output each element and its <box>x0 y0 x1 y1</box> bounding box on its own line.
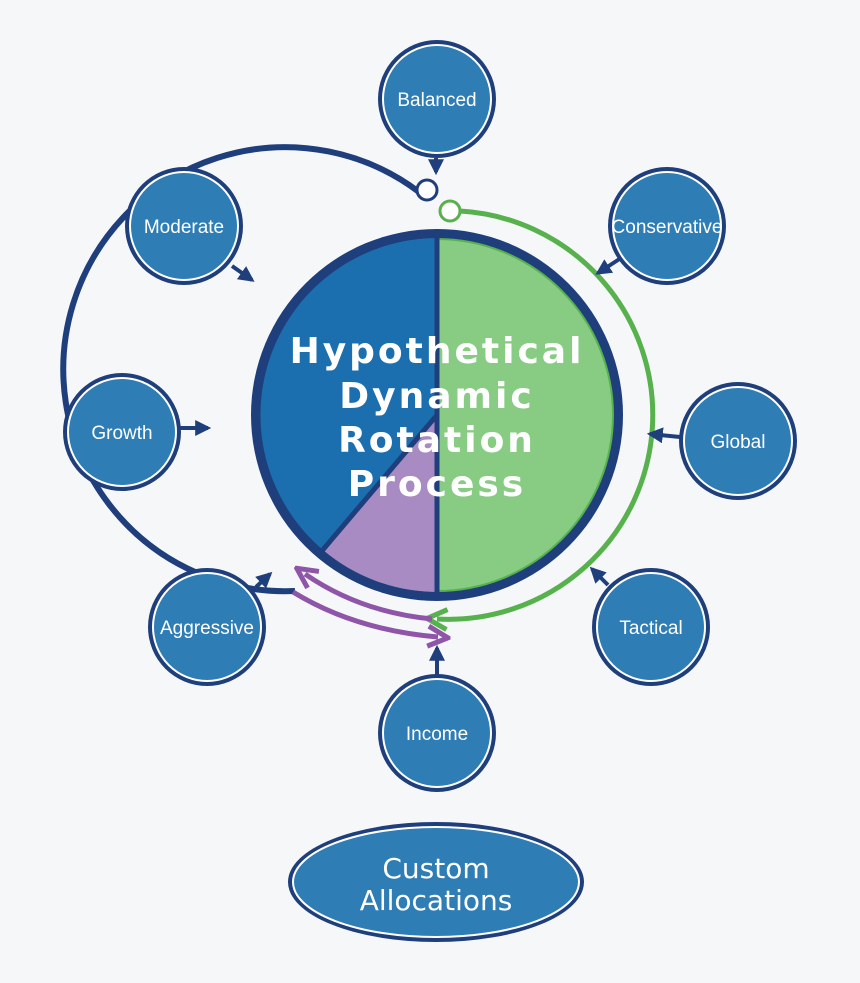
purple-rotation-arc-lower <box>291 589 438 637</box>
ring-start-marker-navy <box>415 178 439 202</box>
node-aggressive: Aggressive <box>148 568 266 686</box>
node-label-balanced: Balanced <box>397 90 476 111</box>
node-label-moderate: Moderate <box>144 217 224 238</box>
node-label-global: Global <box>711 432 766 453</box>
node-balanced: Balanced <box>378 40 496 158</box>
center-title-line-4: Process <box>348 464 526 505</box>
pie-segment-green <box>435 235 616 595</box>
pie-segment-purple <box>323 415 437 592</box>
node-label-growth: Growth <box>91 423 152 444</box>
node-label-tactical: Tactical <box>619 618 682 639</box>
center-title-line-1: Hypothetical <box>290 331 585 372</box>
node-moderate: Moderate <box>125 167 243 285</box>
custom-allocations-line-2: Allocations <box>360 884 513 917</box>
custom-allocations: Custom Allocations <box>288 822 584 942</box>
center-title-line-3: Rotation <box>338 420 536 461</box>
ring-start-marker-green <box>438 199 462 223</box>
node-tactical: Tactical <box>592 568 710 686</box>
center-title: Hypothetical Dynamic Rotation Process <box>290 331 585 505</box>
node-label-aggressive: Aggressive <box>160 618 254 639</box>
node-global: Global <box>679 382 797 500</box>
node-conservative: Conservative <box>608 167 726 285</box>
node-growth: Growth <box>63 373 181 491</box>
node-income: Income <box>378 674 496 792</box>
green-rotation-arc <box>437 208 656 619</box>
center-title-line-2: Dynamic <box>339 376 534 417</box>
node-arrows <box>180 158 681 675</box>
pie-segment-blue <box>260 238 437 550</box>
outer-ring-arc <box>60 144 421 595</box>
node-label-conservative: Conservative <box>612 217 723 238</box>
center-pie <box>251 229 623 601</box>
custom-allocations-line-1: Custom <box>382 852 489 885</box>
purple-rotation-arc-upper <box>305 574 433 622</box>
node-label-income: Income <box>406 724 468 745</box>
